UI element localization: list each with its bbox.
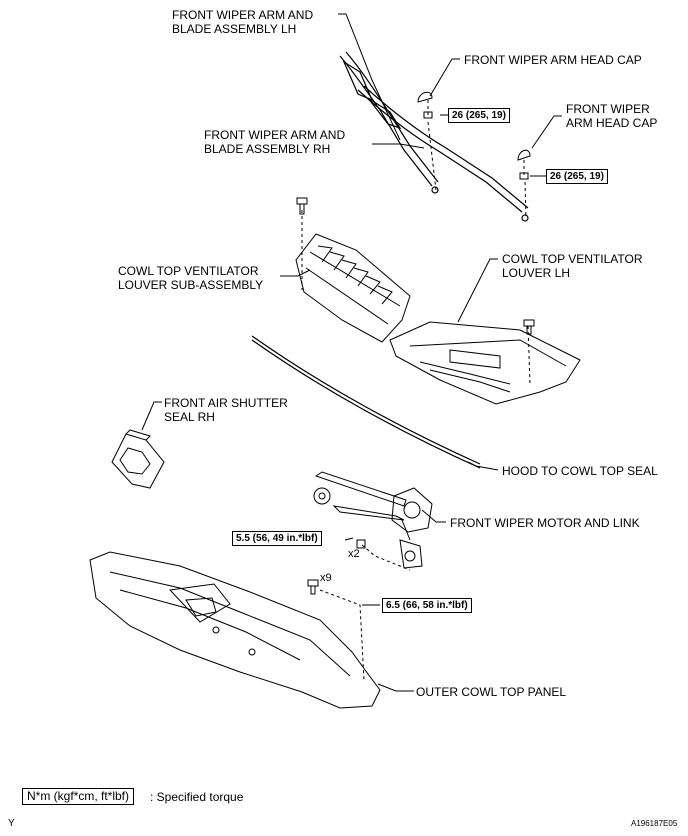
label-head-cap-2-line1: FRONT WIPER bbox=[566, 102, 650, 116]
label-outer-cowl-panel: OUTER COWL TOP PANEL bbox=[416, 685, 567, 699]
torque-motor-bolt: 5.5 (56, 49 in.*lbf) bbox=[232, 531, 322, 546]
label-wiper-arm-lh-line1: FRONT WIPER ARM AND bbox=[172, 8, 314, 22]
label-head-cap-2-line2: ARM HEAD CAP bbox=[566, 116, 658, 130]
multiplier-motor-bolt: x2 bbox=[348, 548, 360, 560]
label-louver-lh-line1: COWL TOP VENTILATOR bbox=[502, 252, 643, 266]
label-wiper-arm-rh: FRONT WIPER ARM AND BLADE ASSEMBLY RH bbox=[204, 128, 345, 156]
corner-letter: Y bbox=[8, 818, 15, 829]
legend-text: : Specified torque bbox=[150, 790, 244, 804]
label-head-cap-1: FRONT WIPER ARM HEAD CAP bbox=[464, 53, 642, 67]
wiper-arm-lh-drawing bbox=[339, 51, 439, 194]
label-louver-sub-line1: COWL TOP VENTILATOR bbox=[118, 264, 259, 278]
wiper-motor-drawing bbox=[313, 471, 433, 569]
legend-torque-units-box: N*m (kgf*cm, ft*lbf) bbox=[22, 788, 135, 805]
torque-panel-bolt: 6.5 (66, 58 in.*lbf) bbox=[382, 598, 472, 613]
louver-sub-assembly-drawing bbox=[295, 233, 411, 343]
hood-seal-drawing bbox=[251, 335, 481, 469]
label-wiper-arm-lh: FRONT WIPER ARM AND BLADE ASSEMBLY LH bbox=[172, 8, 313, 36]
wiper-arm-rh-drawing bbox=[357, 85, 529, 222]
label-hood-seal: HOOD TO COWL TOP SEAL bbox=[502, 464, 658, 478]
torque-arm-nut-1: 26 (265, 19) bbox=[448, 108, 510, 123]
louver-lh-drawing bbox=[389, 321, 581, 405]
dashed-alignment-lines bbox=[301, 100, 531, 681]
torque-arm-nut-2: 26 (265, 19) bbox=[546, 169, 608, 184]
label-air-shutter-seal: FRONT AIR SHUTTER SEAL RH bbox=[164, 396, 288, 424]
label-wiper-arm-rh-line2: BLADE ASSEMBLY RH bbox=[204, 142, 331, 156]
label-air-shutter-line2: SEAL RH bbox=[164, 410, 215, 424]
label-head-cap-2: FRONT WIPER ARM HEAD CAP bbox=[566, 102, 657, 130]
head-caps-and-nuts bbox=[417, 91, 531, 180]
label-louver-lh-line2: LOUVER LH bbox=[502, 266, 571, 280]
label-wiper-arm-lh-line2: BLADE ASSEMBLY LH bbox=[172, 22, 297, 36]
label-wiper-arm-rh-line1: FRONT WIPER ARM AND bbox=[204, 128, 346, 142]
label-wiper-motor: FRONT WIPER MOTOR AND LINK bbox=[450, 516, 640, 530]
label-air-shutter-line1: FRONT AIR SHUTTER bbox=[164, 396, 288, 410]
label-louver-sub-line2: LOUVER SUB-ASSEMBLY bbox=[118, 278, 264, 292]
bolt-drawings bbox=[296, 197, 535, 595]
figure-id: A196187E05 bbox=[631, 819, 678, 828]
label-louver-lh: COWL TOP VENTILATOR LOUVER LH bbox=[502, 252, 642, 280]
multiplier-panel-bolt: x9 bbox=[320, 572, 332, 584]
air-shutter-seal-drawing bbox=[111, 429, 165, 489]
label-louver-sub-assembly: COWL TOP VENTILATOR LOUVER SUB-ASSEMBLY bbox=[118, 264, 263, 292]
outer-cowl-panel-drawing bbox=[89, 551, 381, 709]
